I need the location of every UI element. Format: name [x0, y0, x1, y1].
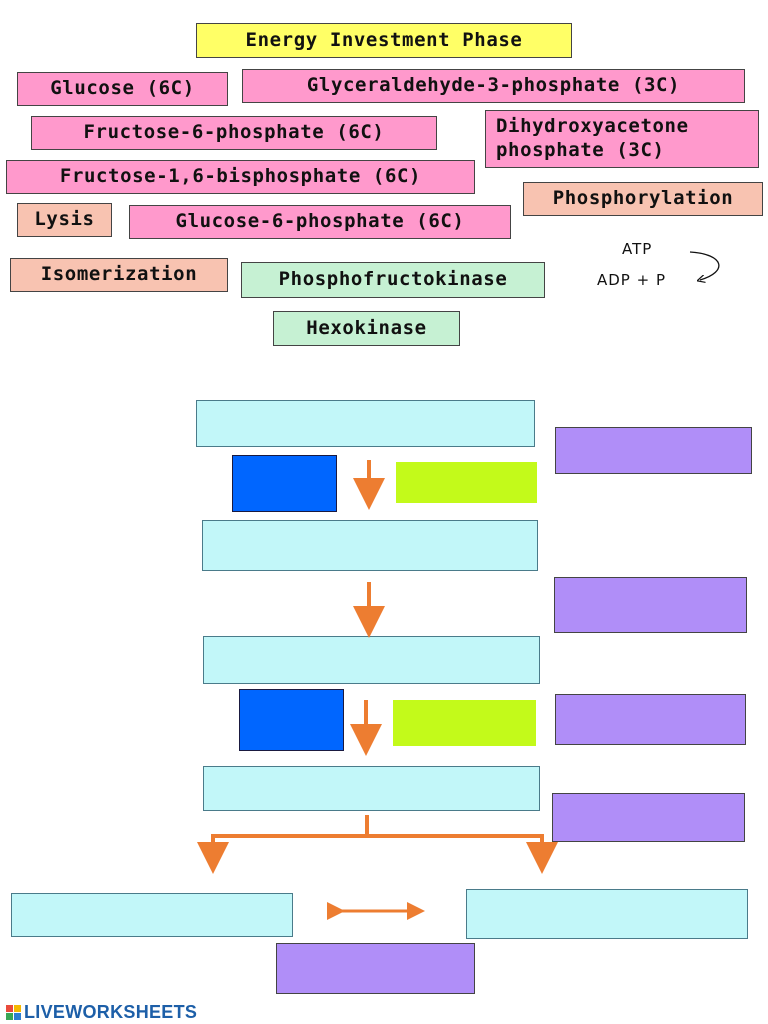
blank-atp-input-2[interactable] — [239, 689, 344, 751]
label-isomerization[interactable]: Isomerization — [10, 258, 228, 292]
blank-process-2[interactable] — [554, 577, 747, 633]
label-fructose-1-6-bisphosphate[interactable]: Fructose-1,6-bisphosphate (6C) — [6, 160, 475, 194]
adp-label: ADP + P — [597, 271, 667, 289]
footer-brand-text: LIVEWORKSHEETS — [24, 1002, 198, 1022]
atp-to-adp-arrow — [689, 251, 720, 280]
blank-enzyme-1[interactable] — [396, 462, 537, 503]
blank-enzyme-2[interactable] — [393, 700, 536, 746]
label-phosphofructokinase[interactable]: Phosphofructokinase — [241, 262, 545, 298]
blank-step-1[interactable] — [196, 400, 535, 447]
blank-step-4[interactable] — [203, 766, 540, 811]
label-glucose-6-phosphate[interactable]: Glucose-6-phosphate (6C) — [129, 205, 511, 239]
label-fructose-6-phosphate[interactable]: Fructose-6-phosphate (6C) — [31, 116, 437, 150]
label-glucose[interactable]: Glucose (6C) — [17, 72, 228, 106]
blank-process-5[interactable] — [276, 943, 475, 994]
label-dihydroxyacetone-phosphate[interactable]: Dihydroxyacetone phosphate (3C) — [485, 110, 759, 168]
label-glyceraldehyde-3-phosphate[interactable]: Glyceraldehyde-3-phosphate (3C) — [242, 69, 745, 103]
blank-product-right[interactable] — [466, 889, 748, 939]
label-lysis[interactable]: Lysis — [17, 203, 112, 237]
blank-process-4[interactable] — [552, 793, 745, 842]
blank-product-left[interactable] — [11, 893, 293, 937]
blank-process-3[interactable] — [555, 694, 746, 745]
footer-brand[interactable]: LIVEWORKSHEETS — [6, 1002, 197, 1023]
atp-label: ATP — [622, 240, 653, 258]
colored-squares-icon — [6, 1004, 21, 1020]
label-hexokinase[interactable]: Hexokinase — [273, 311, 460, 346]
blank-process-1[interactable] — [555, 427, 752, 474]
diagram-title: Energy Investment Phase — [196, 23, 572, 58]
blank-atp-input-1[interactable] — [232, 455, 337, 512]
label-phosphorylation[interactable]: Phosphorylation — [523, 182, 763, 216]
blank-step-2[interactable] — [202, 520, 538, 571]
